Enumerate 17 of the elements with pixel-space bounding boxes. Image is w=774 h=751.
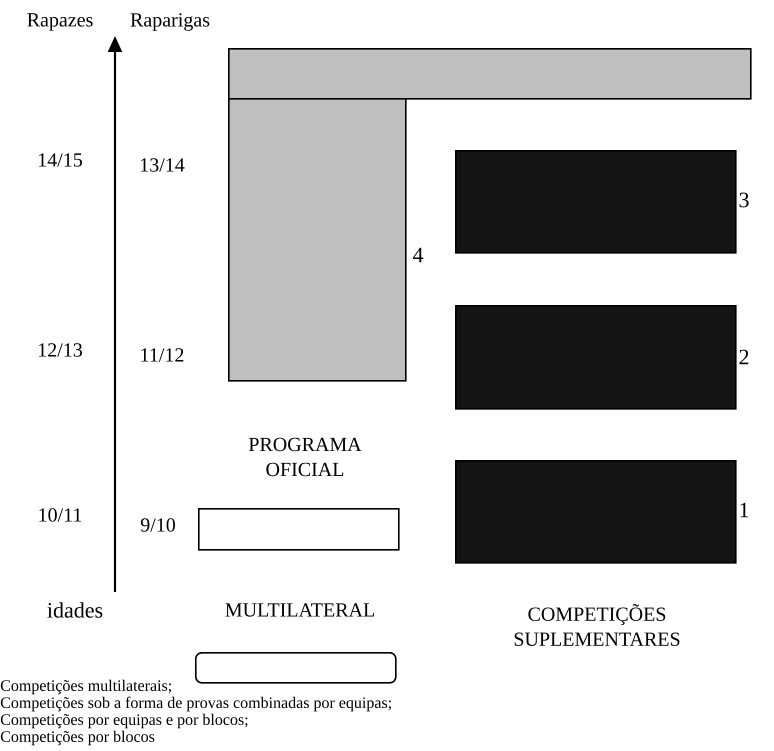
age-label: 10/11 [39, 508, 82, 522]
number-label: 2 [739, 350, 748, 364]
shaded-bar [228, 48, 752, 100]
age-label: 12/13 [38, 343, 82, 357]
number-label: 4 [412, 248, 424, 262]
number-label: 3 [740, 192, 749, 208]
axis-label: Rapazes [27, 13, 93, 31]
group-title: MULTILATERAL [225, 603, 374, 617]
legend-box [195, 652, 397, 684]
legend-text: Competições por equipas e por blocos; [0, 714, 248, 728]
age-label: 13/14 [140, 158, 184, 172]
age-label: 14/15 [38, 153, 82, 167]
number-label: 1 [740, 502, 748, 518]
legend-text: Competições por blocos [0, 730, 154, 746]
group-title: PROGRAMA OFICIAL [248, 438, 362, 476]
legend-box [198, 508, 400, 551]
axis-title: idades [47, 602, 102, 618]
